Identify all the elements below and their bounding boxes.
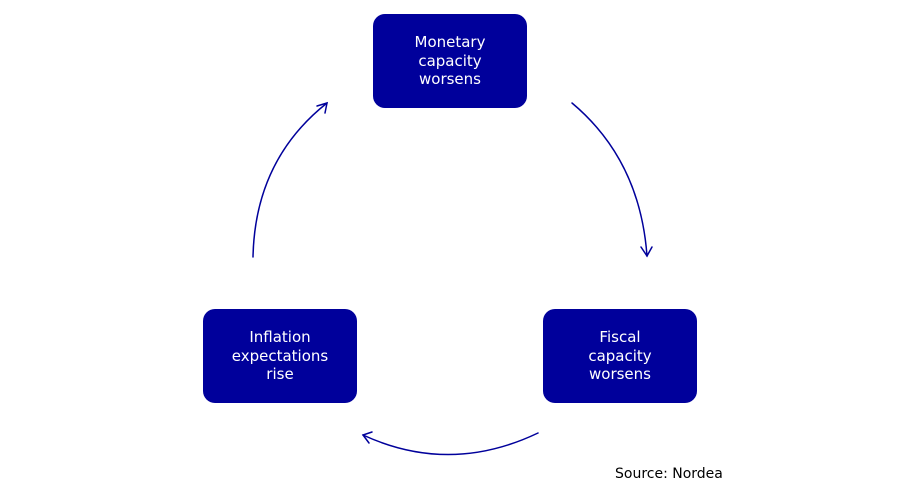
node-fiscal-capacity: Fiscal capacity worsens: [543, 309, 697, 403]
arrow-inflation-to-monetary: [252, 102, 328, 258]
arrow-fiscal-to-inflation: [362, 432, 539, 456]
node-label-line: worsens: [589, 365, 651, 384]
node-label-line: Monetary: [414, 33, 486, 52]
node-inflation-expectations: Inflation expectations rise: [203, 309, 357, 403]
node-label-line: expectations: [231, 346, 329, 365]
arrowhead-icon: [361, 431, 373, 444]
source-note: Source: Nordea: [615, 466, 723, 482]
node-label-line: rise: [266, 365, 294, 384]
arrowhead-icon: [640, 246, 653, 258]
node-label-line: capacity: [418, 51, 482, 70]
node-monetary-capacity: Monetary capacity worsens: [373, 14, 527, 108]
node-label-line: worsens: [419, 70, 481, 89]
node-label-line: Fiscal: [599, 328, 641, 347]
arrowhead-icon: [316, 101, 328, 114]
arrow-monetary-to-fiscal: [571, 102, 648, 257]
node-label-line: Inflation: [249, 328, 311, 347]
node-label-line: capacity: [588, 346, 652, 365]
